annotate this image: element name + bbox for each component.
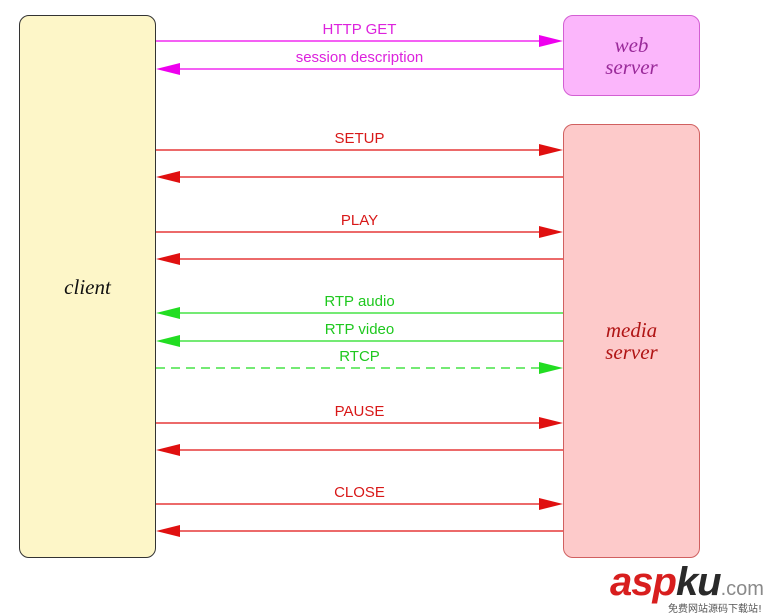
message-label: session description <box>296 49 424 66</box>
arrowhead-icon <box>156 525 180 537</box>
arrowhead-icon <box>156 307 180 319</box>
message-label: CLOSE <box>334 484 385 501</box>
client-label: client <box>64 274 111 299</box>
watermark-logo: aspku.com 免费网站源码下载站! <box>610 560 775 615</box>
message-arrow-10 <box>156 444 563 456</box>
message-arrow-12 <box>156 525 563 537</box>
message-arrow-9: PAUSE <box>156 403 563 429</box>
arrowhead-icon <box>539 35 563 47</box>
message-label: RTP video <box>325 321 395 338</box>
watermark-asp: asp <box>610 560 677 604</box>
message-arrow-2: SETUP <box>156 130 563 156</box>
message-label: RTCP <box>339 348 380 365</box>
message-arrow-0: HTTP GET <box>156 21 563 47</box>
message-label: SETUP <box>334 130 384 147</box>
arrowhead-icon <box>156 171 180 183</box>
message-arrow-11: CLOSE <box>156 484 563 510</box>
message-arrow-1: session description <box>156 49 563 75</box>
watermark-ku: ku <box>675 560 722 604</box>
message-arrow-8: RTCP <box>156 348 563 374</box>
arrowhead-icon <box>156 444 180 456</box>
message-arrow-4: PLAY <box>156 212 563 238</box>
message-arrow-3 <box>156 171 563 183</box>
arrowhead-icon <box>539 226 563 238</box>
arrowhead-icon <box>539 144 563 156</box>
web-server-node: web server <box>563 15 700 96</box>
message-arrow-7: RTP video <box>156 321 563 347</box>
message-arrow-5 <box>156 253 563 265</box>
watermark-com: .com <box>720 578 764 600</box>
message-label: PAUSE <box>335 403 385 420</box>
web-server-label: web server <box>605 32 658 79</box>
message-label: HTTP GET <box>323 21 397 38</box>
media-server-node: media server <box>563 124 700 558</box>
arrowhead-icon <box>156 63 180 75</box>
arrowhead-icon <box>539 362 563 374</box>
arrowhead-icon <box>539 417 563 429</box>
message-label: RTP audio <box>324 293 394 310</box>
message-arrow-6: RTP audio <box>156 293 563 319</box>
client-node: client <box>19 15 156 558</box>
media-server-label: media server <box>605 318 658 364</box>
arrowhead-icon <box>539 498 563 510</box>
arrowhead-icon <box>156 335 180 347</box>
arrowhead-icon <box>156 253 180 265</box>
watermark-tagline: 免费网站源码下载站! <box>668 604 763 615</box>
watermark-wordmark: aspku.com <box>610 560 764 611</box>
message-label: PLAY <box>341 212 378 229</box>
